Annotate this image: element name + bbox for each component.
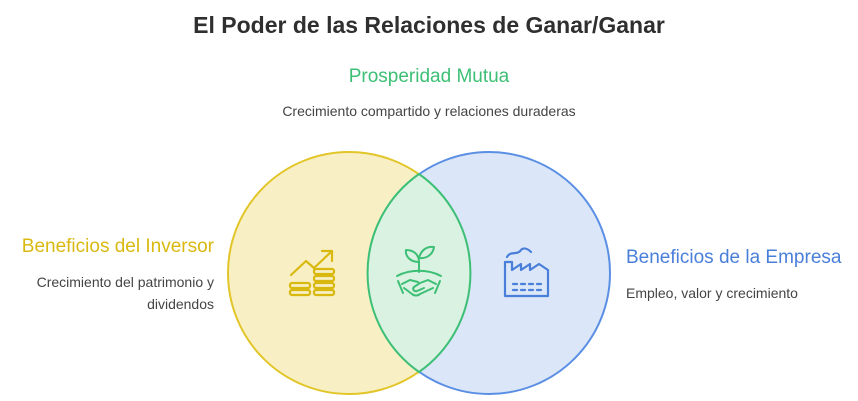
- company-title: Beneficios de la Empresa: [626, 247, 842, 268]
- investor-title: Beneficios del Inversor: [21, 236, 214, 257]
- overlap-border: [366, 172, 472, 374]
- growing-coins-icon: [288, 249, 336, 297]
- company-description: Empleo, valor y crecimiento: [626, 285, 798, 301]
- factory-icon: [503, 247, 550, 298]
- overlap-region: [368, 152, 470, 394]
- diagram-title: El Poder de las Relaciones de Ganar/Gana…: [193, 12, 665, 38]
- mutual-title: Prosperidad Mutua: [348, 66, 510, 87]
- handshake-with-sprout-icon: [396, 245, 442, 297]
- mutual-description: Crecimiento compartido y relaciones dura…: [282, 103, 576, 119]
- investor-description: Crecimiento del patrimonio y dividendos: [36, 274, 214, 312]
